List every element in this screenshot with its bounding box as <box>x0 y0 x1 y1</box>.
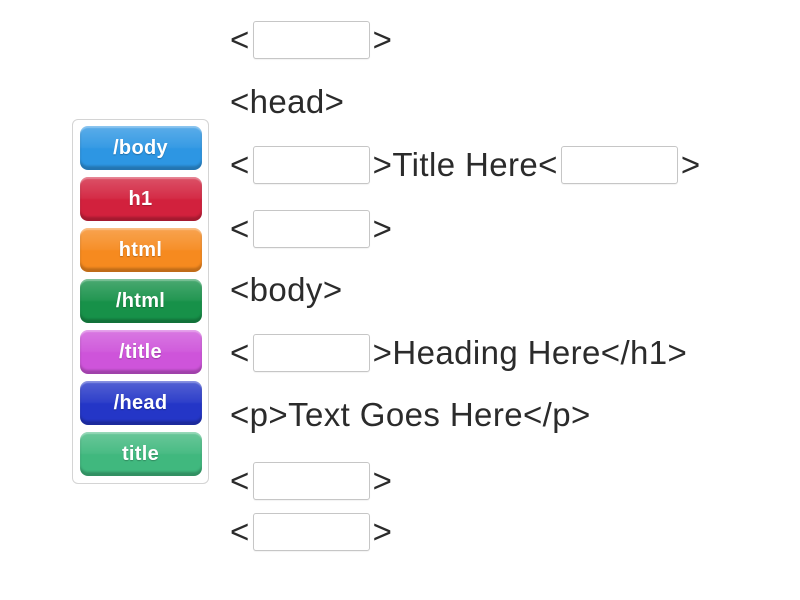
code-text: <head> <box>230 83 345 120</box>
code-text: > <box>372 513 393 550</box>
code-text: <p>Text Goes Here</p> <box>230 396 591 433</box>
answer-slot[interactable] <box>252 462 370 500</box>
code-text: > <box>372 210 393 247</box>
code-line-2: <head> <box>230 81 344 123</box>
code-line-9: <> <box>230 511 392 553</box>
answer-slot[interactable] <box>560 146 678 184</box>
answer-slot[interactable] <box>252 513 370 551</box>
code-text: >Heading Here</h1> <box>372 334 688 371</box>
code-line-3: < >Title Here< > <box>230 144 701 186</box>
word-chip-h1[interactable]: h1 <box>79 177 202 221</box>
word-chip-slash-html[interactable]: /html <box>79 279 202 323</box>
code-text: >Title Here< <box>372 146 558 183</box>
code-text: <body> <box>230 271 343 308</box>
code-line-5: <body> <box>230 269 343 311</box>
code-text: < <box>230 210 250 247</box>
word-chip-slash-body[interactable]: /body <box>79 126 202 170</box>
word-chip-slash-head[interactable]: /head <box>79 381 202 425</box>
answer-slot[interactable] <box>252 210 370 248</box>
code-text: < <box>230 462 250 499</box>
code-text: < <box>230 334 250 371</box>
code-text: < <box>230 21 250 58</box>
code-line-4: <> <box>230 208 392 250</box>
code-line-1: <> <box>230 19 392 61</box>
code-line-6: < >Heading Here</h1> <box>230 332 687 374</box>
word-chip-slash-title[interactable]: /title <box>79 330 202 374</box>
code-line-8: <> <box>230 460 392 502</box>
code-text: < <box>230 513 250 550</box>
answer-slot[interactable] <box>252 334 370 372</box>
answer-slot[interactable] <box>252 146 370 184</box>
answer-slot[interactable] <box>252 21 370 59</box>
code-text: < <box>230 146 250 183</box>
code-text: > <box>372 21 393 58</box>
code-line-7: <p>Text Goes Here</p> <box>230 394 591 436</box>
word-chip-html[interactable]: html <box>79 228 202 272</box>
word-bank: /body h1 html/html/title/head title <box>72 119 209 484</box>
code-text: > <box>372 462 393 499</box>
code-text: > <box>680 146 701 183</box>
word-chip-title[interactable]: title <box>79 432 202 476</box>
